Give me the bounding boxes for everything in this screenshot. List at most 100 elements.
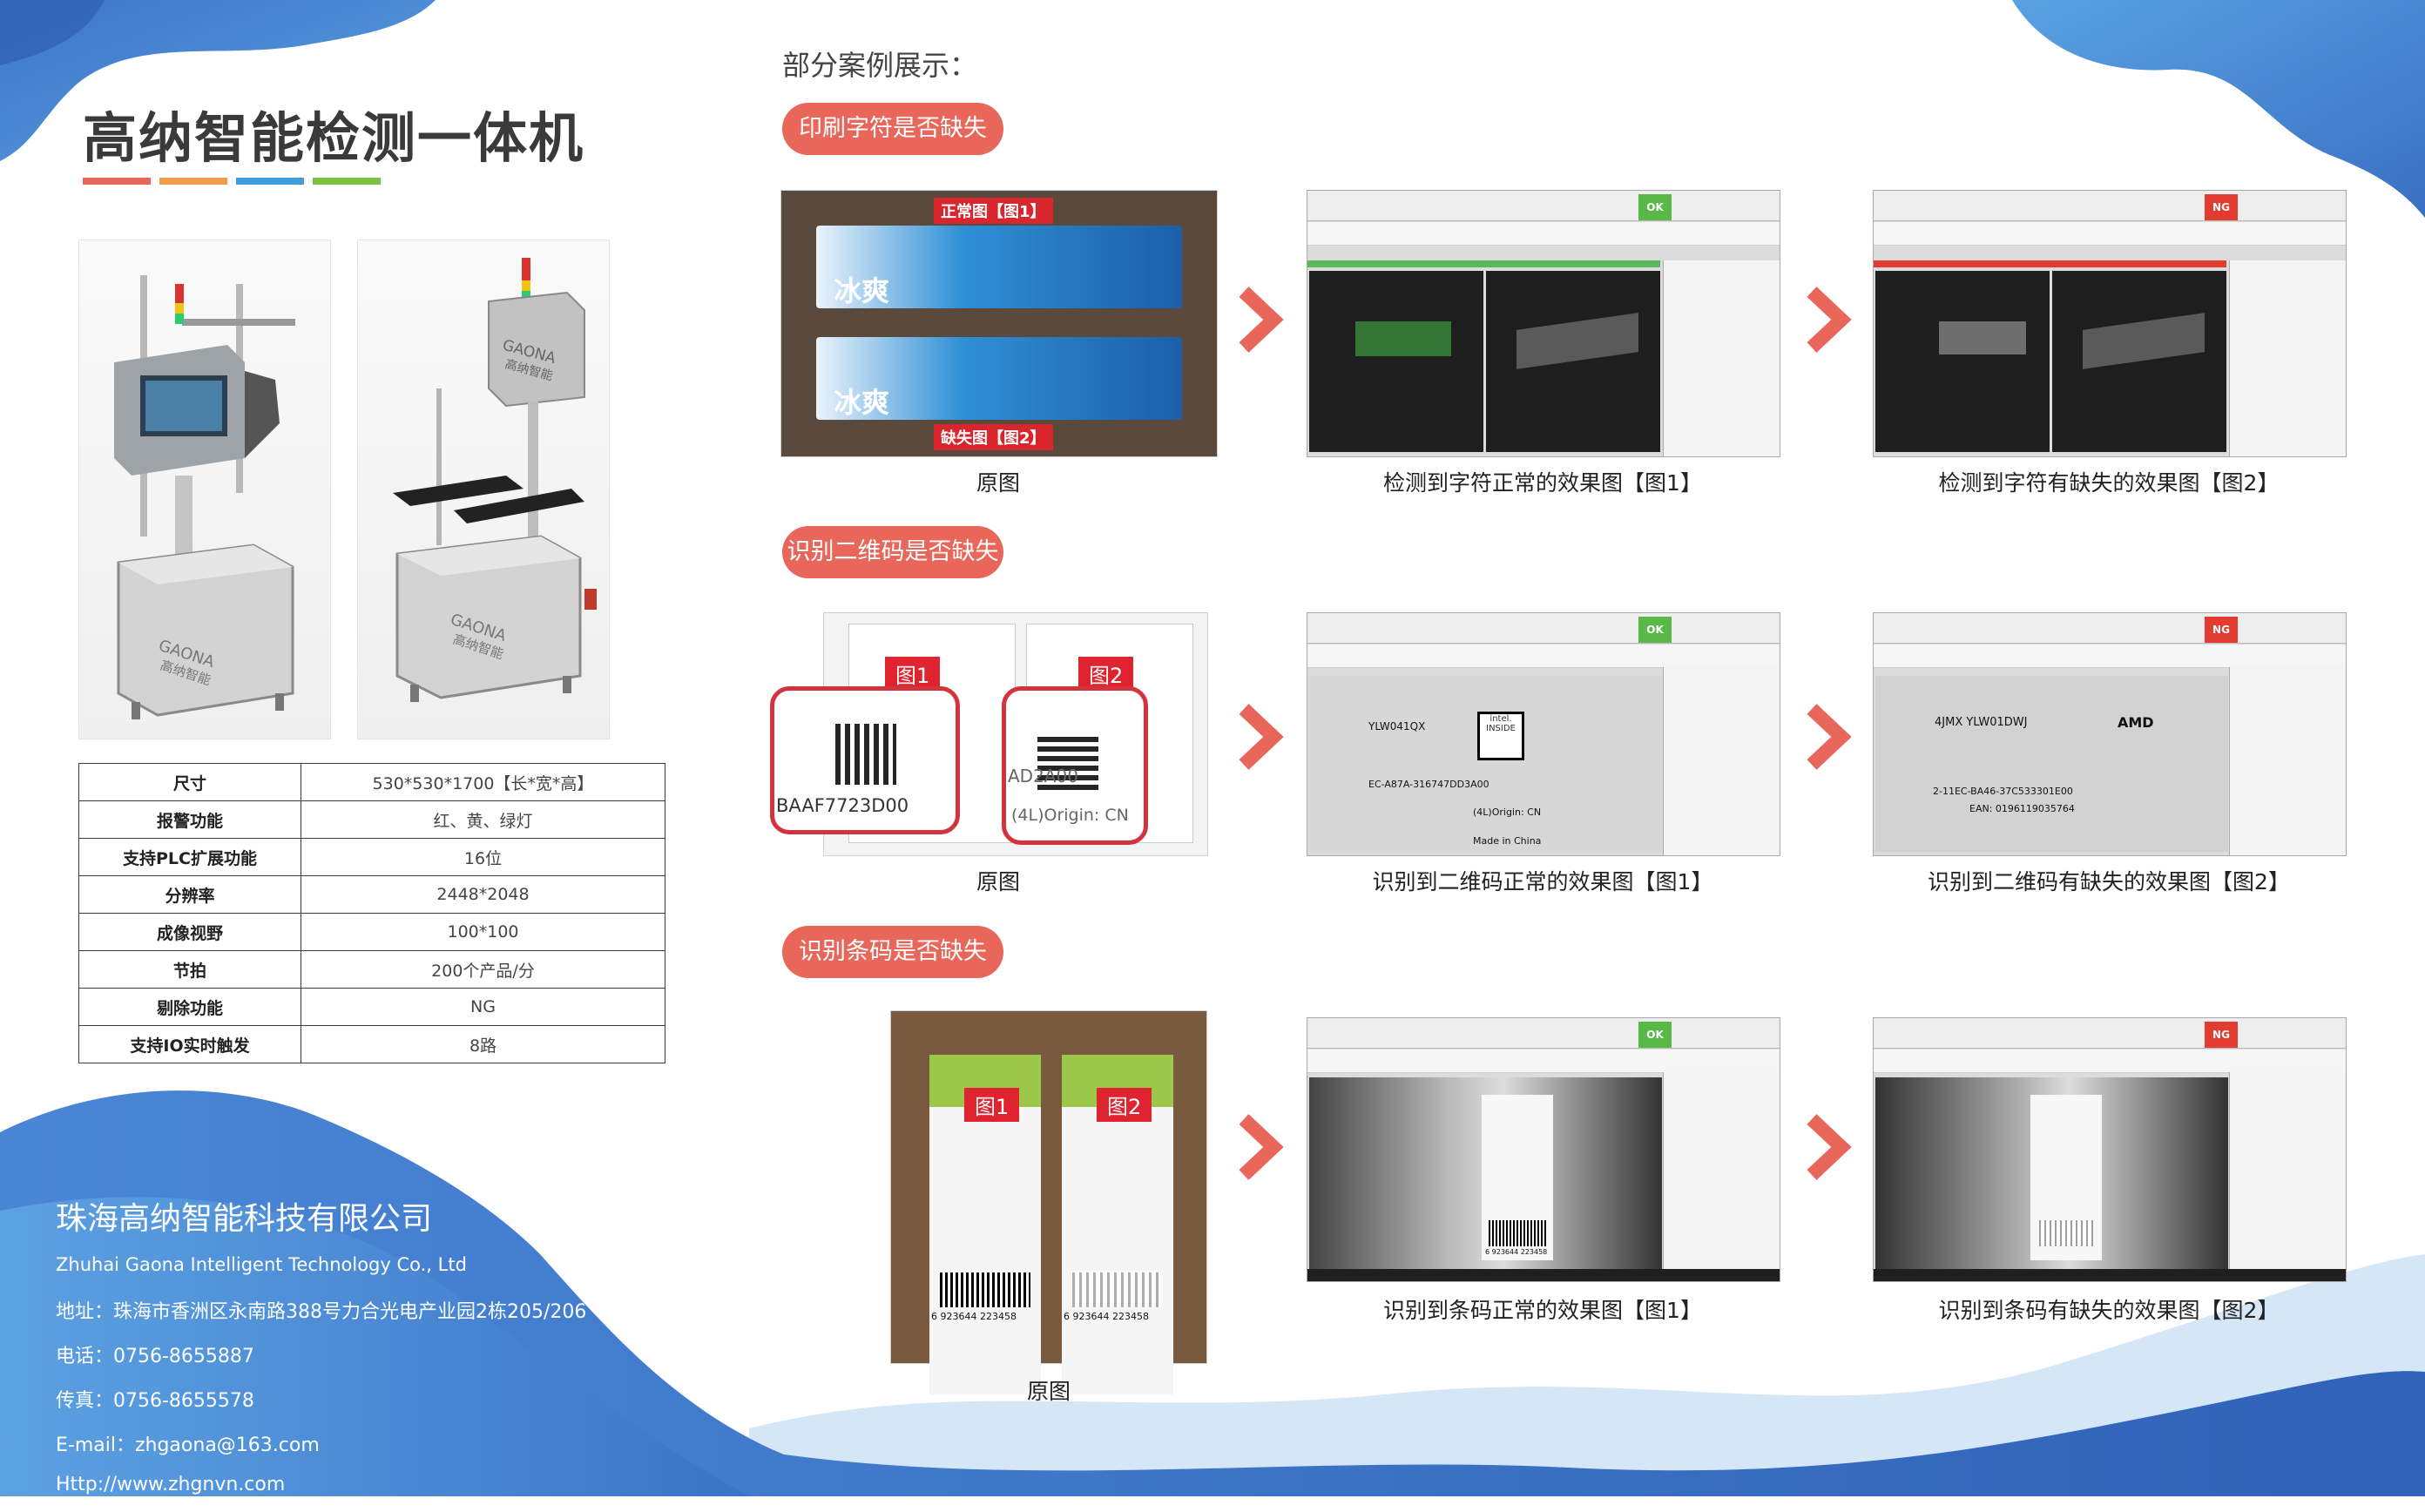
arrow-icon xyxy=(1239,1114,1284,1180)
defect-caption-2: 识别到二维码有缺失的效果图【图2】 xyxy=(1928,869,2290,894)
spec-row: 报警功能红、黄、绿灯 xyxy=(78,800,665,839)
company-address: 地址：珠海市香洲区永南路388号力合光电产业园2栋205/206 xyxy=(56,1301,587,1323)
zoom-1-text: BAAF7723D00 xyxy=(776,795,909,816)
screen-barcode-defect: NG xyxy=(1873,1017,2347,1282)
page-title: 高纳智能检测一体机 xyxy=(83,106,585,170)
case-label-qrcode: 识别二维码是否缺失 xyxy=(782,526,1003,578)
cases-heading: 部分案例展示： xyxy=(782,49,978,82)
arrow-icon xyxy=(1807,287,1852,353)
screen-barcode-number: 6 923644 223458 xyxy=(1485,1248,1548,1256)
amd-logo: AMD xyxy=(2118,714,2154,731)
arrow-icon xyxy=(1807,1114,1852,1180)
original-caption-1: 原图 xyxy=(976,470,1020,496)
case-label-barcode: 识别条码是否缺失 xyxy=(782,926,1003,978)
arrow-icon xyxy=(1239,287,1284,353)
spec-key: 剔除功能 xyxy=(78,988,301,1026)
status-ok: OK xyxy=(1638,1022,1672,1048)
intel-logo: intel. INSIDE xyxy=(1477,712,1524,760)
title-bar-orange xyxy=(159,178,227,185)
spec-key: 支持IO实时触发 xyxy=(78,1025,301,1063)
screen-characters-normal: OK xyxy=(1307,190,1780,457)
spec-value: 16位 xyxy=(301,838,665,876)
top-right-wave-decoration xyxy=(2012,0,2425,218)
spec-value: 红、黄、绿灯 xyxy=(301,800,665,839)
screen-uuid: EC-A87A-316747DD3A00 xyxy=(1368,779,1489,790)
spec-value: NG xyxy=(301,988,665,1026)
title-bar-blue xyxy=(236,178,304,185)
screen-defect-uuid: 2-11EC-BA46-37C533301E00 xyxy=(1933,786,2073,797)
bottom-wave-decoration xyxy=(0,1090,2425,1496)
status-ok: OK xyxy=(1638,194,1672,220)
spec-value: 8路 xyxy=(301,1025,665,1063)
tag-missing: 缺失图【图2】 xyxy=(934,424,1053,450)
company-phone: 电话：0756-8655887 xyxy=(56,1346,254,1367)
spec-value: 530*530*1700【长*宽*高】 xyxy=(301,763,665,801)
screen-defect-ean: EAN: 0196119035764 xyxy=(1969,803,2075,814)
status-ng: NG xyxy=(2205,617,2238,643)
photo-barcode-number-1: 6 923644 223458 xyxy=(931,1311,1017,1322)
title-bar-green xyxy=(313,178,381,185)
company-info: 珠海高纳智能科技有限公司 Zhuhai Gaona Intelligent Te… xyxy=(56,1193,586,1512)
spec-value: 100*100 xyxy=(301,913,665,951)
status-ng: NG xyxy=(2205,1022,2238,1048)
spec-value: 2448*2048 xyxy=(301,875,665,914)
screen-origin: (4L)Origin: CN xyxy=(1473,807,1542,818)
toothpaste-photo: 冰爽 冰爽 正常图【图1】 缺失图【图2】 xyxy=(780,190,1218,457)
company-website[interactable]: Http://www.zhgnvn.com xyxy=(56,1474,286,1495)
photo-barcode-number-2: 6 923644 223458 xyxy=(1064,1311,1149,1322)
arrow-icon xyxy=(1807,704,1852,770)
screen-made-in: Made in China xyxy=(1473,835,1542,847)
case-label-characters: 印刷字符是否缺失 xyxy=(782,103,1003,155)
tag-barcode-fig2: 图2 xyxy=(1097,1088,1152,1122)
company-fax: 传真：0756-8655578 xyxy=(56,1390,254,1412)
tag-fig2: 图2 xyxy=(1078,657,1134,691)
tag-barcode-fig1: 图1 xyxy=(964,1088,1020,1122)
screen-characters-defect: NG xyxy=(1873,190,2347,457)
spec-key: 尺寸 xyxy=(78,763,301,801)
status-ok: OK xyxy=(1638,617,1672,643)
zoom-2-text: AD2A00 xyxy=(1008,766,1078,786)
toothpaste-text-2: 冰爽 xyxy=(834,386,890,419)
screen-barcode-normal: OK 6 923644 223458 xyxy=(1307,1017,1780,1282)
machine-image-1: GAONA 高纳智能 xyxy=(78,240,331,739)
normal-caption-2: 识别到二维码正常的效果图【图1】 xyxy=(1372,869,1713,894)
normal-caption-3: 识别到条码正常的效果图【图1】 xyxy=(1383,1298,1702,1323)
defect-caption-1: 检测到字符有缺失的效果图【图2】 xyxy=(1938,470,2280,496)
screen-qrcode-normal: OK intel. INSIDE YLW041QX EC-A87A-316747… xyxy=(1307,612,1780,856)
toothpaste-text-1: 冰爽 xyxy=(834,274,890,307)
spec-key: 分辨率 xyxy=(78,875,301,914)
spec-value: 200个产品/分 xyxy=(301,950,665,989)
company-email[interactable]: E-mail：zhgaona@163.com xyxy=(56,1434,320,1456)
company-name-cn: 珠海高纳智能科技有限公司 xyxy=(56,1201,433,1237)
screen-defect-serial: 4JMX YLW01DWJ xyxy=(1935,716,2028,729)
top-left-wave-decoration xyxy=(0,0,436,161)
company-name-en: Zhuhai Gaona Intelligent Technology Co.,… xyxy=(56,1254,467,1275)
screen-serial: YLW041QX xyxy=(1368,720,1426,732)
status-ng: NG xyxy=(2205,194,2238,220)
barcode-labels-photo: 6 923644 223458 6 923644 223458 图1 图2 xyxy=(890,1010,1207,1394)
screen-qrcode-defect: NG 4JMX YLW01DWJ AMD 2-11EC-BA46-37C5333… xyxy=(1873,612,2347,856)
spec-key: 节拍 xyxy=(78,950,301,989)
title-bar-red xyxy=(83,178,151,185)
qrcode-zoom-2: AD2A00 (4L)Origin: CN xyxy=(1002,686,1148,845)
tag-normal: 正常图【图1】 xyxy=(934,198,1053,224)
arrow-icon xyxy=(1239,704,1284,770)
machine-image-2: GAONA 高纳智能 GAONA 高纳智能 xyxy=(357,240,610,739)
defect-caption-3: 识别到条码有缺失的效果图【图2】 xyxy=(1938,1298,2280,1323)
spec-key: 报警功能 xyxy=(78,800,301,839)
original-caption-2: 原图 xyxy=(976,869,1020,894)
qrcode-zoom-1: BAAF7723D00 xyxy=(770,686,960,834)
spec-key: 成像视野 xyxy=(78,913,301,951)
spec-key: 支持PLC扩展功能 xyxy=(78,838,301,876)
normal-caption-1: 检测到字符正常的效果图【图1】 xyxy=(1383,470,1702,496)
zoom-2-origin: (4L)Origin: CN xyxy=(1011,806,1129,825)
original-caption-3: 原图 xyxy=(1026,1379,1071,1404)
